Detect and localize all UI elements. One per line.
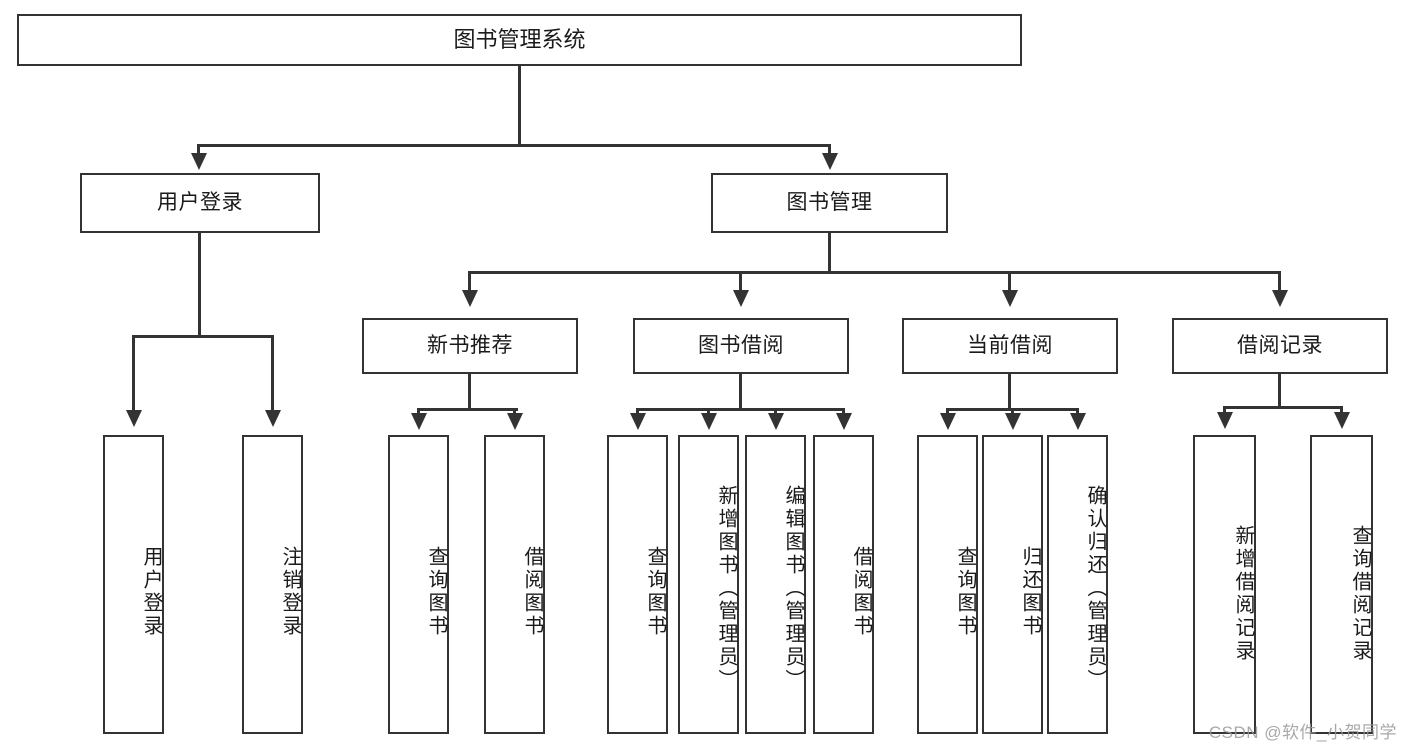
node-leaf-user-logout[interactable]: 注销登录 [242,435,303,734]
node-book-borrow[interactable]: 图书借阅 [633,318,849,374]
node-leaf-query-book-1[interactable]: 查询图书 [388,435,449,734]
arrowhead-current-borrow [1002,290,1018,307]
node-leaf-confirm-return[interactable]: 确认归还（管理员） [1047,435,1108,734]
edge-new-book-rec-stem [468,374,471,408]
node-leaf-add-book-label: 新增图书（管理员） [715,485,737,692]
node-current-borrow-label: 当前借阅 [967,333,1053,357]
arrowhead-leaf-borrow-book-1 [507,413,523,430]
node-new-book-rec-label: 新书推荐 [427,333,513,357]
edge-book-manage-bus [468,271,1280,274]
node-leaf-confirm-return-label: 确认归还（管理员） [1084,485,1106,692]
node-leaf-return-book[interactable]: 归还图书 [982,435,1043,734]
node-user-login-label: 用户登录 [157,190,243,214]
edge-bb-b2 [707,408,710,416]
edge-cb-b2 [1011,408,1014,416]
edge-root-stem [518,66,521,144]
node-borrow-record-label: 借阅记录 [1237,333,1323,357]
arrowhead-borrow-record [1272,290,1288,307]
node-leaf-add-book[interactable]: 新增图书（管理员） [678,435,739,734]
arrowhead-leaf-user-logout [265,410,281,427]
node-user-login[interactable]: 用户登录 [80,173,320,233]
edge-book-borrow-bus [636,408,844,411]
edge-br-b2 [1340,406,1343,416]
edge-book-manage-stem [828,233,831,271]
arrowhead-leaf-return-book [1005,413,1021,430]
edge-cb-b1 [946,408,949,416]
arrowhead-book-manage [822,153,838,170]
node-leaf-user-logout-label: 注销登录 [279,545,301,638]
edge-book-borrow-stem [739,374,742,408]
edge-nbr-b2 [513,408,516,416]
node-book-manage[interactable]: 图书管理 [711,173,948,233]
node-leaf-query-book-1-label: 查询图书 [425,545,447,638]
node-leaf-borrow-book-2-label: 借阅图书 [850,545,872,638]
arrowhead-leaf-query-record [1334,412,1350,429]
edge-nbr-b1 [417,408,420,416]
edge-bb-b4 [842,408,845,416]
arrowhead-leaf-query-book-1 [411,413,427,430]
arrowhead-leaf-user-login [126,410,142,427]
arrowhead-book-borrow [733,290,749,307]
node-new-book-rec[interactable]: 新书推荐 [362,318,578,374]
node-leaf-user-login-label: 用户登录 [140,545,162,638]
edge-borrow-record-stem [1278,374,1281,406]
node-leaf-add-record-label: 新增借阅记录 [1232,524,1254,663]
edge-root-bus [197,144,831,147]
node-leaf-query-book-3-label: 查询图书 [954,545,976,638]
node-root-label: 图书管理系统 [453,27,586,53]
node-leaf-query-book-2-label: 查询图书 [644,545,666,638]
arrowhead-leaf-confirm-return [1070,413,1086,430]
arrowhead-user-login [191,153,207,170]
arrowhead-leaf-add-record [1217,412,1233,429]
arrowhead-leaf-borrow-book-2 [836,413,852,430]
node-leaf-query-record[interactable]: 查询借阅记录 [1310,435,1373,734]
edge-bm-to-book-borrow [739,271,742,293]
edge-user-login-bus [132,335,271,338]
node-leaf-user-login[interactable]: 用户登录 [103,435,164,734]
edge-cb-b3 [1076,408,1079,416]
edge-bm-to-current-borrow [1008,271,1011,293]
node-book-borrow-label: 图书借阅 [698,333,784,357]
node-leaf-edit-book[interactable]: 编辑图书（管理员） [745,435,806,734]
arrowhead-leaf-query-book-3 [940,413,956,430]
node-leaf-borrow-book-1-label: 借阅图书 [521,545,543,638]
node-book-manage-label: 图书管理 [786,190,873,214]
edge-borrow-record-bus [1223,406,1343,409]
node-leaf-add-record[interactable]: 新增借阅记录 [1193,435,1256,734]
node-leaf-borrow-book-1[interactable]: 借阅图书 [484,435,545,734]
edge-br-b1 [1223,406,1226,416]
node-leaf-query-book-3[interactable]: 查询图书 [917,435,978,734]
node-leaf-borrow-book-2[interactable]: 借阅图书 [813,435,874,734]
node-leaf-query-record-label: 查询借阅记录 [1349,524,1371,663]
node-leaf-return-book-label: 归还图书 [1019,545,1041,638]
node-leaf-edit-book-label: 编辑图书（管理员） [782,485,804,692]
node-borrow-record[interactable]: 借阅记录 [1172,318,1388,374]
node-root[interactable]: 图书管理系统 [17,14,1022,66]
edge-root-to-book-manage [828,144,831,157]
edge-bm-to-new-book-rec [468,271,471,293]
edge-bb-b1 [636,408,639,416]
edge-user-login-stem [198,233,201,335]
node-current-borrow[interactable]: 当前借阅 [902,318,1118,374]
edge-user-login-b2 [271,335,274,413]
edge-user-login-b1 [132,335,135,413]
arrowhead-leaf-edit-book [768,413,784,430]
edge-current-borrow-stem [1008,374,1011,408]
arrowhead-new-book-rec [462,290,478,307]
edge-new-book-rec-bus [417,408,518,411]
arrowhead-leaf-add-book [701,413,717,430]
edge-bm-to-borrow-record [1278,271,1281,293]
edge-root-to-user-login [197,144,200,157]
edge-bb-b3 [774,408,777,416]
node-leaf-query-book-2[interactable]: 查询图书 [607,435,668,734]
arrowhead-leaf-query-book-2 [630,413,646,430]
